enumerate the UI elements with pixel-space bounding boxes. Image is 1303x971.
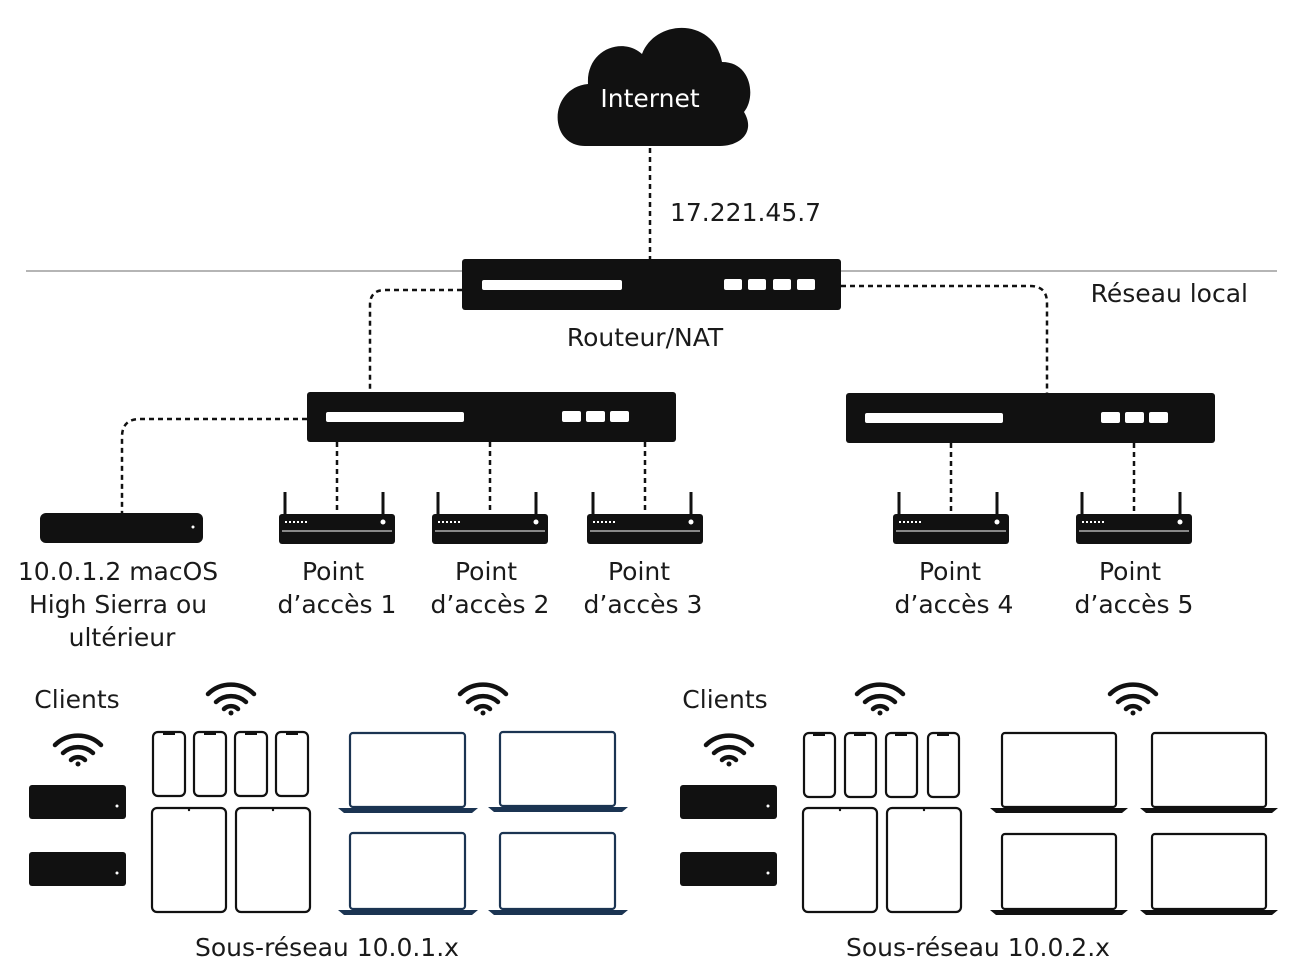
iphone-icon (274, 730, 310, 798)
wifi-icon (703, 733, 755, 767)
clients-1-label: Clients (34, 685, 119, 714)
apple-tv-icon (29, 852, 126, 886)
access-point-3-icon (587, 492, 703, 544)
ap-1-label: Point d’accès 1 (278, 557, 397, 619)
iphone-icon (192, 730, 228, 798)
switch-server-link (120, 417, 307, 513)
router-switch1-link (368, 288, 462, 392)
laptop-icon (990, 832, 1128, 915)
access-point-4-icon (893, 492, 1009, 544)
laptop-icon (990, 731, 1128, 813)
iphone-icon (802, 731, 837, 799)
internet-label: Internet (600, 84, 699, 113)
ipad-icon (150, 806, 228, 914)
apple-tv-icon (680, 785, 777, 819)
ap-4-label: Point d’accès 4 (895, 557, 1014, 619)
laptop-icon (1140, 731, 1278, 813)
subnet-2-label: Sous-réseau 10.0.2.x (846, 933, 1110, 962)
ap-2-label: Point d’accès 2 (431, 557, 550, 619)
apple-tv-icon (680, 852, 777, 886)
local-network-label: Réseau local (1091, 279, 1248, 308)
switch-1-icon (307, 392, 676, 442)
iphone-icon (926, 731, 961, 799)
wifi-icon (1107, 682, 1159, 716)
ap-3-label: Point d’accès 3 (584, 557, 703, 619)
switch-2-icon (846, 393, 1215, 443)
internet-cloud-icon: Internet (557, 27, 751, 146)
iphone-icon (884, 731, 919, 799)
wan-ip-label: 17.221.45.7 (670, 198, 821, 227)
router-switch2-link (841, 284, 1049, 393)
router-icon (462, 259, 841, 310)
wifi-icon (52, 733, 104, 767)
mac-mini-icon (40, 513, 203, 543)
ipad-icon (801, 806, 879, 914)
laptop-icon (338, 731, 478, 813)
access-point-1-icon (279, 492, 395, 544)
access-point-5-icon (1076, 492, 1192, 544)
apple-tv-icon (29, 785, 126, 819)
iphone-icon (843, 731, 878, 799)
access-point-2-icon (432, 492, 548, 544)
wifi-icon (205, 682, 257, 716)
iphone-icon (233, 730, 269, 798)
laptop-icon (1140, 832, 1278, 915)
subnet-1-label: Sous-réseau 10.0.1.x (195, 933, 459, 962)
server-label: 10.0.1.2 macOS High Sierra ou ultérieur (18, 557, 226, 652)
ap-5-label: Point d’accès 5 (1075, 557, 1194, 619)
wifi-icon (457, 682, 509, 716)
laptop-icon (338, 831, 478, 915)
router-label: Routeur/NAT (567, 323, 724, 352)
ipad-icon (885, 806, 963, 914)
ipad-icon (234, 806, 312, 914)
clients-2-label: Clients (682, 685, 767, 714)
laptop-icon (488, 730, 628, 812)
iphone-icon (151, 730, 187, 798)
laptop-icon (488, 831, 628, 915)
wifi-icon (854, 682, 906, 716)
